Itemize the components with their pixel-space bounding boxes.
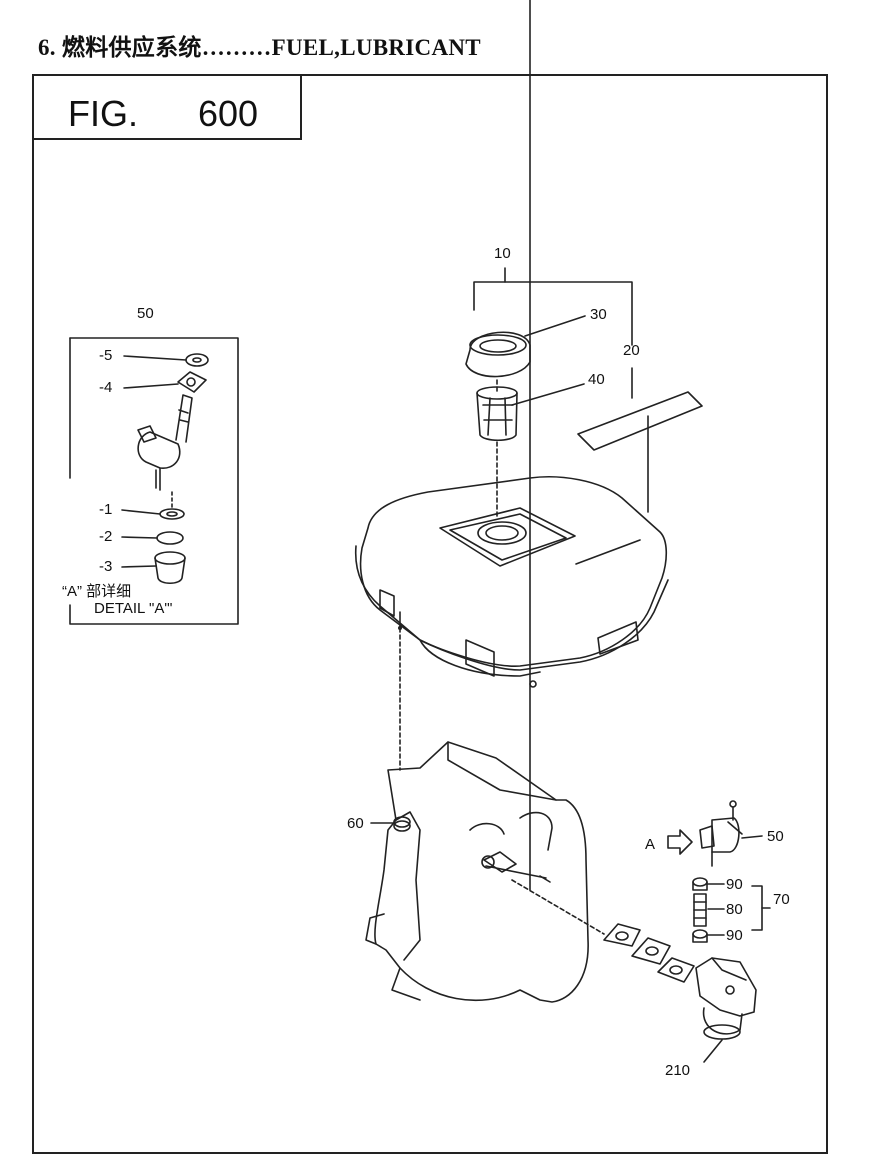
callout-10: 10 xyxy=(494,245,511,262)
figure-prefix: FIG. xyxy=(68,93,138,134)
callout-90-bottom: 90 xyxy=(726,927,743,944)
arrow-letter-a: A xyxy=(645,836,656,853)
callout-90-top: 90 xyxy=(726,876,743,893)
fuel-pipe xyxy=(692,877,708,943)
grommet xyxy=(393,816,411,832)
callout-40: 40 xyxy=(588,371,605,388)
fuel-cock-main xyxy=(699,800,743,867)
callout-210: 210 xyxy=(665,1062,691,1079)
warning-label xyxy=(577,391,703,451)
detail-oring-2 xyxy=(156,531,184,545)
detail-ring-1 xyxy=(159,508,185,520)
figure-number: 600 xyxy=(198,93,259,134)
callout-50-detail: 50 xyxy=(137,305,154,322)
callout-part-1: -1 xyxy=(99,501,113,518)
detail-a-box xyxy=(69,337,239,625)
callout-30: 30 xyxy=(590,306,607,323)
detail-washer-5 xyxy=(185,353,209,367)
figure-title-box xyxy=(32,74,302,140)
direction-arrow xyxy=(667,829,693,855)
callout-50-main: 50 xyxy=(767,828,784,845)
callout-20: 20 xyxy=(623,342,640,359)
fuel-cap xyxy=(465,331,531,378)
gaskets xyxy=(603,923,695,983)
callout-70: 70 xyxy=(773,891,790,908)
detail-seal-4 xyxy=(177,371,207,393)
callout-80: 80 xyxy=(726,901,743,918)
detail-caption-en: DETAIL "A"' xyxy=(94,600,173,617)
callout-60: 60 xyxy=(347,815,364,832)
callout-part-2: -2 xyxy=(99,528,113,545)
section-heading: 6. 燃料供应系统………FUEL,LUBRICANT xyxy=(38,35,481,60)
callout-part-4: -4 xyxy=(99,379,113,396)
callout-part-5: -5 xyxy=(99,347,113,364)
fuel-strainer xyxy=(476,386,518,442)
detail-fuel-cock xyxy=(137,394,193,491)
detail-cup-3 xyxy=(154,551,186,585)
callout-part-3: -3 xyxy=(99,558,113,575)
carburetor xyxy=(695,957,757,1040)
engine-block xyxy=(365,741,589,1003)
fuel-tank xyxy=(354,476,669,688)
detail-caption-cn: “A” 部详细 xyxy=(62,583,132,600)
